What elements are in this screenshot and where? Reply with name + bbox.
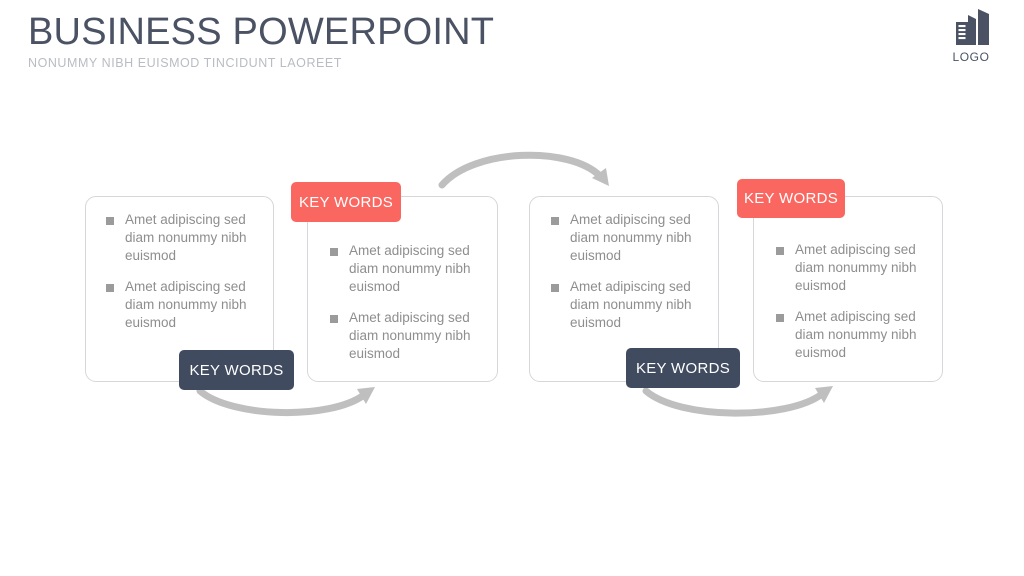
list-item: Amet adipiscing sed diam nonummy nibh eu… — [551, 211, 704, 265]
card-1-bullet-list: Amet adipiscing sed diam nonummy nibh eu… — [106, 211, 259, 332]
badge-label: KEY WORDS — [189, 361, 284, 379]
slide-header: BUSINESS POWERPOINT NONUMMY NIBH EUISMOD… — [28, 10, 494, 71]
connector-arrow-1-2 — [196, 387, 375, 416]
list-item: Amet adipiscing sed diam nonummy nibh eu… — [776, 308, 928, 362]
bullet-square-icon — [106, 284, 114, 292]
bullet-square-icon — [330, 315, 338, 323]
card-1-keyword-badge[interactable]: KEY WORDS — [179, 350, 294, 390]
connector-arrow-2-3 — [438, 151, 609, 189]
list-item: Amet adipiscing sed diam nonummy nibh eu… — [776, 241, 928, 295]
bullet-text: Amet adipiscing sed diam nonummy nibh eu… — [125, 212, 247, 263]
card-4-keyword-badge[interactable]: KEY WORDS — [737, 179, 845, 218]
list-item: Amet adipiscing sed diam nonummy nibh eu… — [551, 278, 704, 332]
process-card-4[interactable]: Amet adipiscing sed diam nonummy nibh eu… — [753, 196, 943, 382]
badge-label: KEY WORDS — [743, 190, 839, 207]
page-title: BUSINESS POWERPOINT — [28, 11, 495, 53]
bullet-text: Amet adipiscing sed diam nonummy nibh eu… — [349, 243, 471, 294]
list-item: Amet adipiscing sed diam nonummy nibh eu… — [106, 278, 259, 332]
card-4-bullet-list: Amet adipiscing sed diam nonummy nibh eu… — [776, 241, 928, 362]
list-item: Amet adipiscing sed diam nonummy nibh eu… — [106, 211, 259, 265]
card-2-bullet-list: Amet adipiscing sed diam nonummy nibh eu… — [330, 242, 483, 363]
bullet-square-icon — [776, 314, 784, 322]
bullet-text: Amet adipiscing sed diam nonummy nibh eu… — [570, 279, 692, 330]
bullet-square-icon — [330, 248, 338, 256]
bullet-square-icon — [776, 247, 784, 255]
process-card-2[interactable]: Amet adipiscing sed diam nonummy nibh eu… — [307, 196, 498, 382]
bullet-square-icon — [551, 217, 559, 225]
logo: LOGO — [940, 9, 1002, 64]
bullet-text: Amet adipiscing sed diam nonummy nibh eu… — [125, 279, 247, 330]
building-icon — [940, 9, 1002, 50]
bullet-text: Amet adipiscing sed diam nonummy nibh eu… — [795, 309, 917, 360]
list-item: Amet adipiscing sed diam nonummy nibh eu… — [330, 309, 483, 363]
bullet-text: Amet adipiscing sed diam nonummy nibh eu… — [349, 310, 471, 361]
card-2-keyword-badge[interactable]: KEY WORDS — [291, 182, 401, 222]
badge-label: KEY WORDS — [298, 193, 394, 211]
logo-label: LOGO — [952, 50, 990, 64]
bullet-text: Amet adipiscing sed diam nonummy nibh eu… — [795, 242, 917, 293]
bullet-text: Amet adipiscing sed diam nonummy nibh eu… — [570, 212, 692, 263]
badge-label: KEY WORDS — [635, 359, 731, 377]
card-3-bullet-list: Amet adipiscing sed diam nonummy nibh eu… — [551, 211, 704, 332]
connector-arrow-3-4 — [642, 386, 833, 417]
bullet-square-icon — [551, 284, 559, 292]
bullet-square-icon — [106, 217, 114, 225]
list-item: Amet adipiscing sed diam nonummy nibh eu… — [330, 242, 483, 296]
card-3-keyword-badge[interactable]: KEY WORDS — [626, 348, 740, 388]
page-subtitle: NONUMMY NIBH EUISMOD TINCIDUNT LAOREET — [28, 56, 342, 70]
